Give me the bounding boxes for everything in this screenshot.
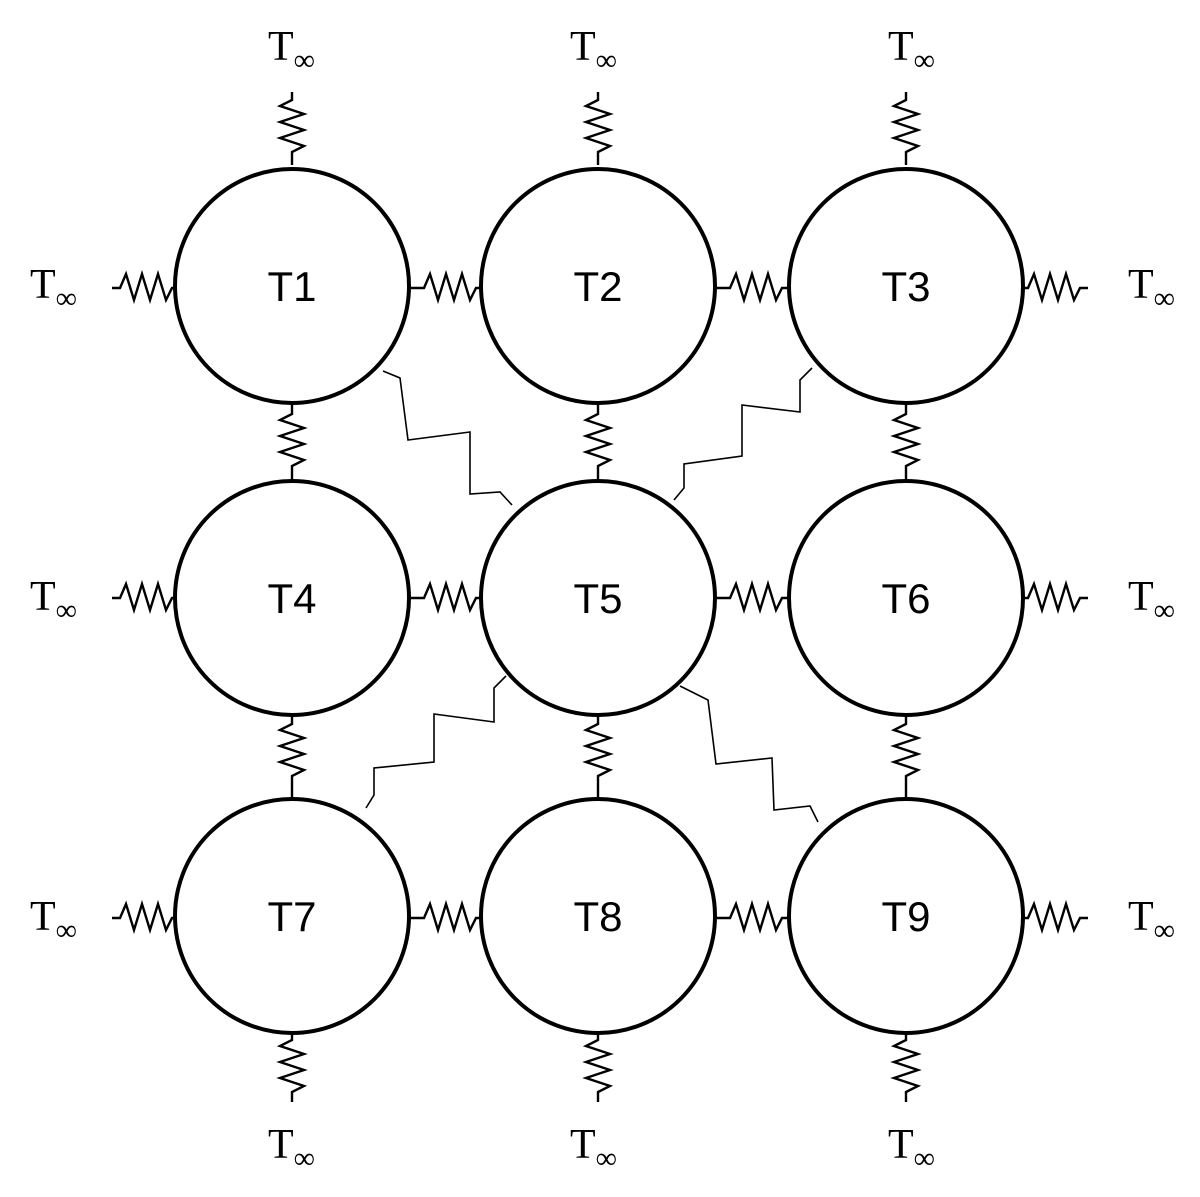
- node-label-t6: T6: [881, 575, 930, 622]
- node-label-t3: T3: [881, 263, 930, 310]
- ambient-label-left-3: T∞: [30, 894, 77, 947]
- resistor-top-t3: [890, 92, 922, 165]
- node-label-t8: T8: [573, 893, 622, 940]
- resistor-left-t1: [112, 269, 185, 305]
- ambient-label-right-1: T∞: [1128, 262, 1175, 315]
- resistor-bottom-t9: [890, 1028, 922, 1102]
- resistor-top-t1: [276, 92, 308, 165]
- node-t5: T5: [479, 479, 717, 717]
- resistor-t8-t9: [715, 899, 795, 935]
- resistor-t1-t2: [410, 269, 490, 305]
- ambient-label-bottom-2: T∞: [570, 1122, 617, 1175]
- node-label-t1: T1: [267, 263, 316, 310]
- node-group: T1 T2 T3 T4 T5 T6 T7 T8: [173, 167, 1025, 1035]
- ambient-label-top-1: T∞: [268, 24, 315, 77]
- node-t6: T6: [787, 479, 1025, 717]
- ambient-label-right-2: T∞: [1128, 574, 1175, 627]
- resistor-right-t9: [1015, 899, 1088, 935]
- node-t9: T9: [787, 797, 1025, 1035]
- node-t3: T3: [787, 167, 1025, 405]
- node-label-t9: T9: [881, 893, 930, 940]
- resistor-t5-t7: [365, 675, 507, 809]
- node-t2: T2: [479, 167, 717, 405]
- ambient-label-top-2: T∞: [570, 24, 617, 77]
- resistor-t2-t5: [582, 400, 614, 490]
- node-label-t4: T4: [267, 575, 316, 622]
- resistor-t5-t9: [679, 685, 819, 823]
- resistor-left-t4: [112, 579, 185, 615]
- node-label-t2: T2: [573, 263, 622, 310]
- resistor-bottom-t8: [582, 1028, 614, 1102]
- node-label-t5: T5: [573, 575, 622, 622]
- resistor-group: [112, 92, 1088, 1102]
- ambient-label-bottom-3: T∞: [888, 1122, 935, 1175]
- resistor-t2-t3: [715, 269, 795, 305]
- node-t7: T7: [173, 797, 411, 1035]
- resistor-t7-t8: [410, 899, 490, 935]
- resistor-t1-t4: [276, 400, 308, 490]
- node-t1: T1: [173, 167, 411, 405]
- node-t4: T4: [173, 479, 411, 717]
- resistor-t6-t9: [890, 710, 922, 805]
- ambient-label-bottom-1: T∞: [268, 1122, 315, 1175]
- resistor-right-t6: [1015, 579, 1088, 615]
- ambient-label-right-3: T∞: [1128, 894, 1175, 947]
- node-t8: T8: [479, 797, 717, 1035]
- resistor-t3-t5: [673, 367, 813, 501]
- resistor-t5-t8: [582, 710, 614, 805]
- resistor-t1-t5: [382, 370, 513, 506]
- resistor-t5-t6: [715, 579, 795, 615]
- resistor-t4-t7: [276, 710, 308, 805]
- resistor-top-t2: [582, 92, 614, 165]
- resistor-t4-t5: [410, 579, 490, 615]
- ambient-label-group: T∞ T∞ T∞ T∞ T∞ T∞ T∞ T∞ T∞ T∞: [30, 24, 1175, 1175]
- ambient-label-left-1: T∞: [30, 262, 77, 315]
- resistor-right-t3: [1015, 269, 1088, 305]
- ambient-label-top-3: T∞: [888, 24, 935, 77]
- resistor-left-t7: [112, 899, 185, 935]
- resistor-bottom-t7: [276, 1028, 308, 1102]
- ambient-label-left-2: T∞: [30, 574, 77, 627]
- node-label-t7: T7: [267, 893, 316, 940]
- resistor-t3-t6: [890, 400, 922, 490]
